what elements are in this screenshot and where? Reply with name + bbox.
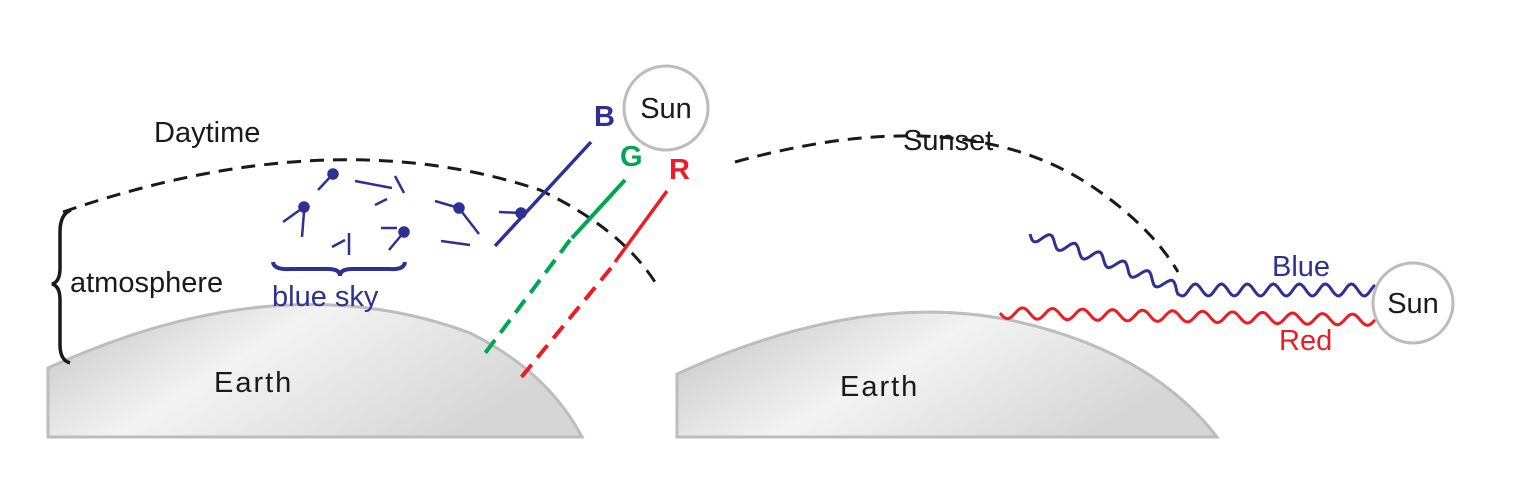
blue-ray: [493, 140, 593, 248]
earth-right: [675, 310, 1221, 439]
earth-label-right: Earth: [840, 371, 919, 403]
sun-sunset: [1371, 261, 1455, 345]
atmosphere-boundary-sunset: [734, 134, 1180, 273]
sunset-title: Sunset: [903, 125, 993, 157]
sun-label-sunset: Sun: [1387, 288, 1439, 320]
blue-wave-label: Blue: [1272, 251, 1330, 283]
sunset-panel: Earth Sunset Blue Red Sun: [675, 125, 1455, 439]
sun-label-day: Sun: [640, 93, 692, 125]
green-ray-solid: [570, 178, 627, 240]
blue-sky-brace: [271, 261, 407, 277]
earth-label-left: Earth: [214, 367, 293, 399]
blue-sky-label: blue sky: [272, 281, 379, 313]
red-ray-dashed: [517, 266, 613, 382]
red-ray-label: R: [669, 154, 690, 186]
daytime-title: Daytime: [154, 117, 260, 149]
blue-ray-label: B: [594, 101, 615, 133]
red-ray-solid: [613, 189, 669, 264]
atmosphere-boundary-day: [62, 158, 657, 283]
green-ray-label: G: [620, 141, 643, 173]
earth-left: [46, 303, 585, 439]
sun-day: [622, 64, 710, 152]
atmosphere-brace: [51, 208, 72, 365]
daytime-panel: Earth atmosphere Daytime: [46, 64, 710, 439]
atmosphere-label: atmosphere: [70, 267, 223, 299]
green-ray-dashed: [478, 238, 572, 362]
blue-wave: [1028, 233, 1377, 298]
red-wave: [998, 306, 1377, 327]
red-wave-label: Red: [1279, 325, 1332, 357]
scattered-blue-light: [282, 168, 527, 255]
